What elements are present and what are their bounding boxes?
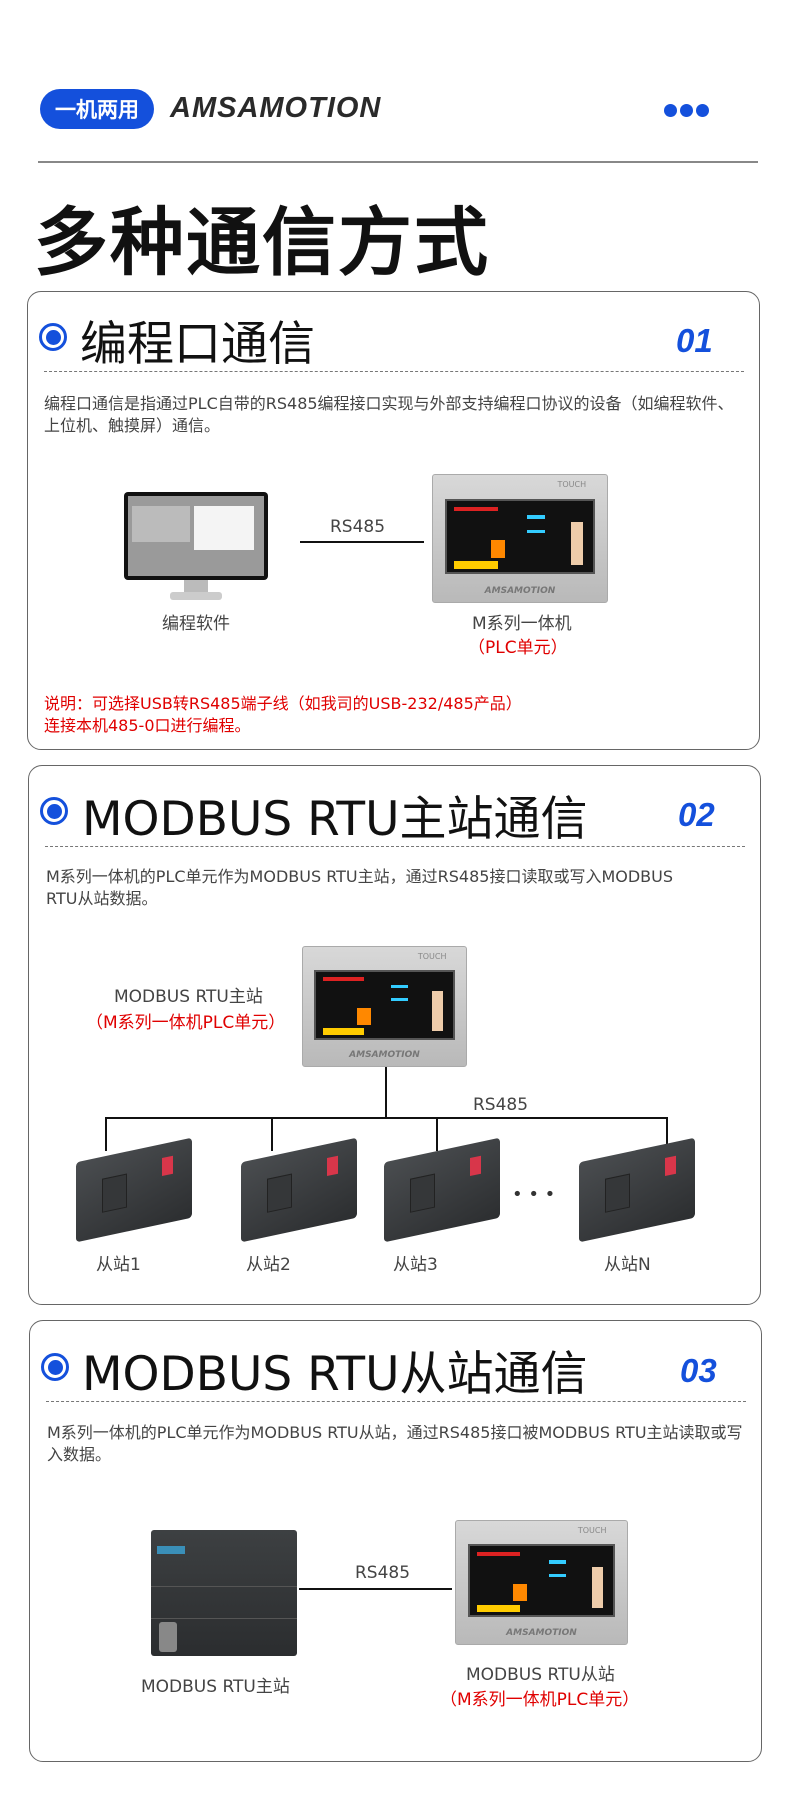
section-number: 03 [680,1352,717,1389]
slave-sublabel: （M系列一体机PLC单元） [440,1690,640,1710]
slave-label: 从站1 [96,1255,141,1275]
section-card-modbus-slave [29,1320,762,1762]
siemens-plc-image [151,1530,297,1656]
section-description: 编程口通信是指通过PLC自带的RS485编程接口实现与外部支持编程口协议的设备（… [44,394,734,435]
section-title: MODBUS RTU主站通信 [82,792,588,847]
slave-label: MODBUS RTU从站 [466,1665,615,1685]
rs485-cable [300,541,424,543]
note-line-2: 连接本机485-0口进行编程。 [44,716,251,735]
hmi-device-image: TOUCH AMSAMOTION [432,474,608,603]
page-title: 多种通信方式 [34,200,490,286]
hmi-label: M系列一体机 [472,614,572,634]
pc-monitor-image [124,492,268,604]
rs485-cable [299,1588,452,1590]
dashed-divider [45,846,745,847]
hmi-master-image: TOUCH AMSAMOTION [302,946,467,1067]
hmi-slave-image: TOUCH AMSAMOTION [455,1520,628,1645]
section-title: 编程口通信 [80,317,315,372]
master-label: MODBUS RTU主站 [141,1677,290,1697]
rs485-bus [105,1117,667,1119]
radio-bullet-icon [41,1353,69,1381]
badge-dual-use: 一机两用 [40,89,154,129]
section-title: MODBUS RTU从站通信 [82,1347,588,1402]
radio-bullet-icon [40,797,68,825]
bus-label: RS485 [473,1095,529,1115]
dashed-divider [44,371,744,372]
ellipsis: • • • [512,1184,556,1205]
hmi-sublabel: （PLC单元） [468,638,568,658]
slave-label: 从站N [604,1255,651,1275]
slave-label: 从站2 [246,1255,291,1275]
radio-bullet-icon [39,323,67,351]
slave-label: 从站3 [393,1255,438,1275]
brand-logo: AMSAMOTION [170,92,382,124]
bus-drop [105,1117,107,1151]
master-sublabel: （M系列一体机PLC单元） [86,1013,286,1033]
bus-drop [436,1117,438,1151]
note-line-1: 说明：可选择USB转RS485端子线（如我司的USB-232/485产品） [44,694,522,713]
section-number: 01 [676,322,713,359]
link-label: RS485 [355,1563,411,1583]
bus-trunk [385,1067,387,1119]
section-card-programming-port [27,291,760,750]
more-dots-icon [664,104,709,117]
master-label: MODBUS RTU主站 [114,987,263,1007]
divider [38,161,758,163]
bus-drop [271,1117,273,1151]
dashed-divider [46,1401,746,1402]
section-description: M系列一体机的PLC单元作为MODBUS RTU主站，通过RS485接口读取或写… [46,867,674,908]
section-description: M系列一体机的PLC单元作为MODBUS RTU从站，通过RS485接口被MOD… [47,1423,743,1464]
link-label: RS485 [330,517,386,537]
section-card-modbus-master [28,765,761,1305]
bus-drop [666,1117,668,1151]
pc-label: 编程软件 [162,614,230,634]
section-number: 02 [678,796,715,833]
